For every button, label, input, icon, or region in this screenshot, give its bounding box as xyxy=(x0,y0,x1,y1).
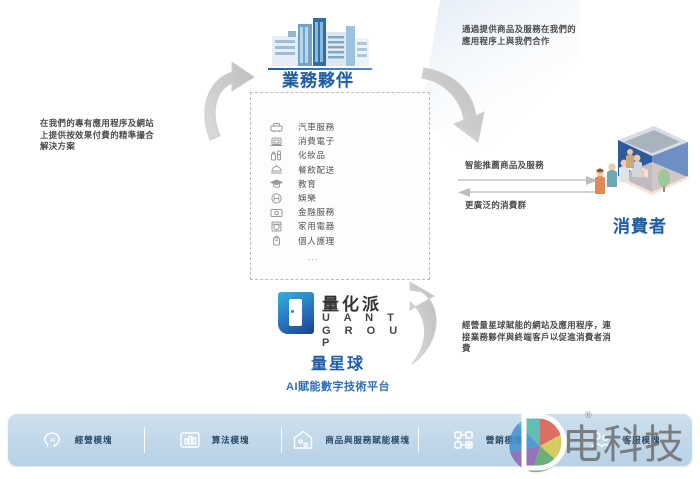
list-item: 個人護理 xyxy=(268,234,418,248)
module-label: 營銷模塊 xyxy=(485,435,524,445)
module-bar: AI 經營模塊 算法模塊 xyxy=(8,414,692,466)
logo-line-group: G R O U P xyxy=(322,325,403,349)
annotation-bottom-right: 經營量星球賦能的網站及應用程序，連接業務夥伴與終端客戶以促進消費者消費 xyxy=(462,320,612,353)
watermark: ® 电科技 xyxy=(500,408,700,474)
svg-text:AI: AI xyxy=(49,437,55,444)
arrow-partner-to-platform xyxy=(204,62,255,141)
bar-chart-icon xyxy=(177,427,203,453)
arrow-consumer-to-platform xyxy=(409,282,437,365)
background-wash xyxy=(420,0,580,160)
annotation-audience: 更廣泛的消費群 xyxy=(465,200,527,210)
quant-group-door-logo xyxy=(278,292,314,334)
list-item: 金融服務 xyxy=(268,205,418,219)
logo-line-quant: U A N T xyxy=(322,312,400,324)
module-item-goods-services[interactable]: 商品與服務賦能模塊 xyxy=(282,427,418,453)
car-icon xyxy=(268,121,284,134)
module-divider xyxy=(418,427,419,453)
consumer-illustration xyxy=(580,118,692,210)
category-label: 汽車服務 xyxy=(298,122,335,133)
consumer-title: 消費者 xyxy=(613,217,667,236)
appliance-icon xyxy=(268,220,284,233)
personal-care-icon xyxy=(268,234,284,247)
food-delivery-icon xyxy=(268,163,284,176)
module-label: 商品與服務賦能模塊 xyxy=(325,435,410,445)
category-label: 個人護理 xyxy=(298,235,335,246)
annotation-top-right: 通過提供商品及服務在我們的應用程序上與我們合作 xyxy=(462,24,577,46)
cosmetics-icon xyxy=(268,149,284,162)
module-label: 算法模塊 xyxy=(211,435,250,445)
module-item-customer-service[interactable]: 客服模塊 xyxy=(556,427,692,453)
platform-title: 量星球 xyxy=(310,356,365,373)
logo-chinese-name: 量化派 xyxy=(322,295,382,314)
annotation-left: 在我們的專有應用程序及網站上提供按效果付費的精準撮合解決方案 xyxy=(40,118,155,151)
watermark-text: 电科技 xyxy=(562,422,685,468)
two-way-arrow xyxy=(458,176,598,197)
list-item: 教育 xyxy=(268,177,418,191)
partner-underline xyxy=(268,68,372,70)
list-item: 家用電器 xyxy=(268,219,418,233)
category-label: 家用電器 xyxy=(298,221,335,232)
list-item: 娛樂 xyxy=(268,191,418,205)
category-label: 教育 xyxy=(298,178,317,189)
category-label: 金融服務 xyxy=(298,207,335,218)
category-label: 消費電子 xyxy=(298,136,335,147)
module-label: 經營模塊 xyxy=(74,435,113,445)
education-icon xyxy=(268,177,284,190)
registered-mark: ® xyxy=(585,410,592,420)
finance-icon xyxy=(268,206,284,219)
category-label: 娛樂 xyxy=(298,193,317,204)
pinwheel-d-logo xyxy=(509,413,567,473)
annotation-recommendation: 智能推薦商品及服務 xyxy=(465,160,544,170)
partner-building-illustration xyxy=(258,18,378,70)
platform-subtitle: AI賦能數字技術平台 xyxy=(286,381,390,393)
entertainment-icon xyxy=(268,192,284,205)
laptop-icon xyxy=(268,135,284,148)
network-nodes-icon xyxy=(451,427,477,453)
category-label: 餐飲配送 xyxy=(298,164,335,175)
module-item-algorithm[interactable]: 算法模塊 xyxy=(145,427,281,453)
ai-head-icon: AI xyxy=(40,427,66,453)
store-house-icon xyxy=(290,427,316,453)
module-divider xyxy=(144,427,145,453)
category-label: 化妝品 xyxy=(298,150,326,161)
list-item: 化妝品 xyxy=(268,148,418,162)
module-label: 客服模塊 xyxy=(622,435,661,445)
category-more: ... xyxy=(308,251,319,262)
category-box xyxy=(250,92,430,280)
list-item: 汽車服務 xyxy=(268,120,418,134)
list-item: 餐飲配送 xyxy=(268,163,418,177)
module-item-marketing[interactable]: 營銷模塊 xyxy=(419,427,555,453)
module-divider xyxy=(281,427,282,453)
arrow-platform-to-consumer xyxy=(421,67,485,143)
module-item-operations[interactable]: AI 經營模塊 xyxy=(8,427,144,453)
quant-group-logo: 量化派 U A N T G R O U P xyxy=(278,292,418,349)
customer-service-icon xyxy=(588,427,614,453)
list-item: 消費電子 xyxy=(268,134,418,148)
partner-title: 業務夥伴 xyxy=(282,71,354,90)
category-list: 汽車服務 消費電子 化妝品 xyxy=(268,120,418,262)
